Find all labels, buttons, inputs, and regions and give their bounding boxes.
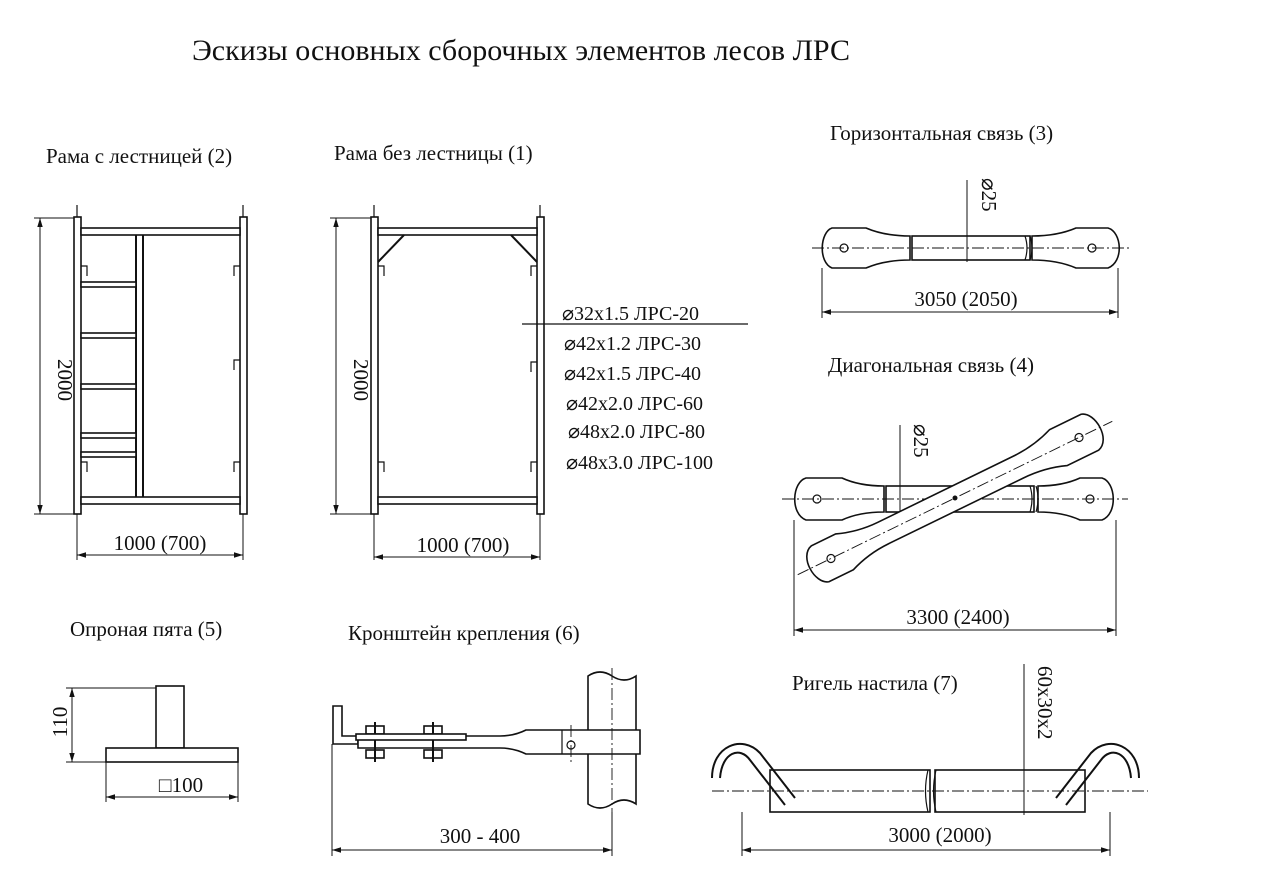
pipe-spec-item: ⌀48x3.0 ЛРС-100 xyxy=(566,452,713,474)
wall-bracket: Кронштейн крепления (6) 300 - 400 xyxy=(331,621,641,856)
frame-with-ladder-height: 2000 xyxy=(53,359,77,401)
horizontal-brace-length: 3050 (2050) xyxy=(914,287,1017,311)
deck-beam: Ригель настила (7) 60x30x2 3000 (2000) xyxy=(711,664,1148,856)
pipe-spec-list: ⌀32x1.5 ЛРС-20 ⌀42x1.2 ЛРС-30 ⌀42x1.5 ЛР… xyxy=(562,303,713,474)
frame-with-ladder-width: 1000 (700) xyxy=(114,531,207,555)
pipe-spec-item: ⌀42x1.5 ЛРС-40 xyxy=(564,363,701,385)
frame-without-ladder-height: 2000 xyxy=(349,359,373,401)
deck-beam-length: 3000 (2000) xyxy=(888,823,991,847)
diagonal-brace-diameter: ⌀25 xyxy=(909,424,933,458)
horizontal-brace-diameter: ⌀25 xyxy=(977,178,1001,212)
horizontal-brace: Горизонтальная связь (3) ⌀25 3050 (2050) xyxy=(812,121,1130,318)
pipe-spec-item: ⌀48x2.0 ЛРС-80 xyxy=(568,421,705,443)
diagonal-brace-length: 3300 (2400) xyxy=(906,605,1009,629)
diagonal-brace: Диагональная связь (4) ⌀25 3300 (2400) xyxy=(782,353,1128,636)
frame-without-ladder: Рама без лестницы (1) 2000 1000 (700) xyxy=(330,141,748,560)
deck-beam-section: 60x30x2 xyxy=(1033,666,1057,740)
frame-without-ladder-caption: Рама без лестницы (1) xyxy=(334,141,533,165)
base-plate: Опроная пята (5) 110 □100 xyxy=(48,617,239,802)
pipe-spec-item: ⌀42x1.2 ЛРС-30 xyxy=(564,333,701,355)
diagonal-brace-caption: Диагональная связь (4) xyxy=(828,353,1034,377)
bracket-length: 300 - 400 xyxy=(440,824,521,848)
pipe-spec-item: ⌀32x1.5 ЛРС-20 xyxy=(562,303,699,325)
horizontal-brace-caption: Горизонтальная связь (3) xyxy=(830,121,1053,145)
bracket-caption: Кронштейн крепления (6) xyxy=(348,621,580,645)
base-plate-caption: Опроная пята (5) xyxy=(70,617,222,641)
base-plate-height: 110 xyxy=(48,707,72,738)
base-plate-size: □100 xyxy=(159,773,203,797)
frame-with-ladder-caption: Рама с лестницей (2) xyxy=(46,144,232,168)
pipe-spec-item: ⌀42x2.0 ЛРС-60 xyxy=(566,393,703,415)
page-title: Эскизы основных сборочных элементов лесо… xyxy=(192,34,850,67)
frame-without-ladder-width: 1000 (700) xyxy=(417,533,510,557)
deck-beam-caption: Ригель настила (7) xyxy=(792,671,958,695)
frame-with-ladder: Рама с лестницей (2) 2000 1000 (700) xyxy=(34,144,248,560)
